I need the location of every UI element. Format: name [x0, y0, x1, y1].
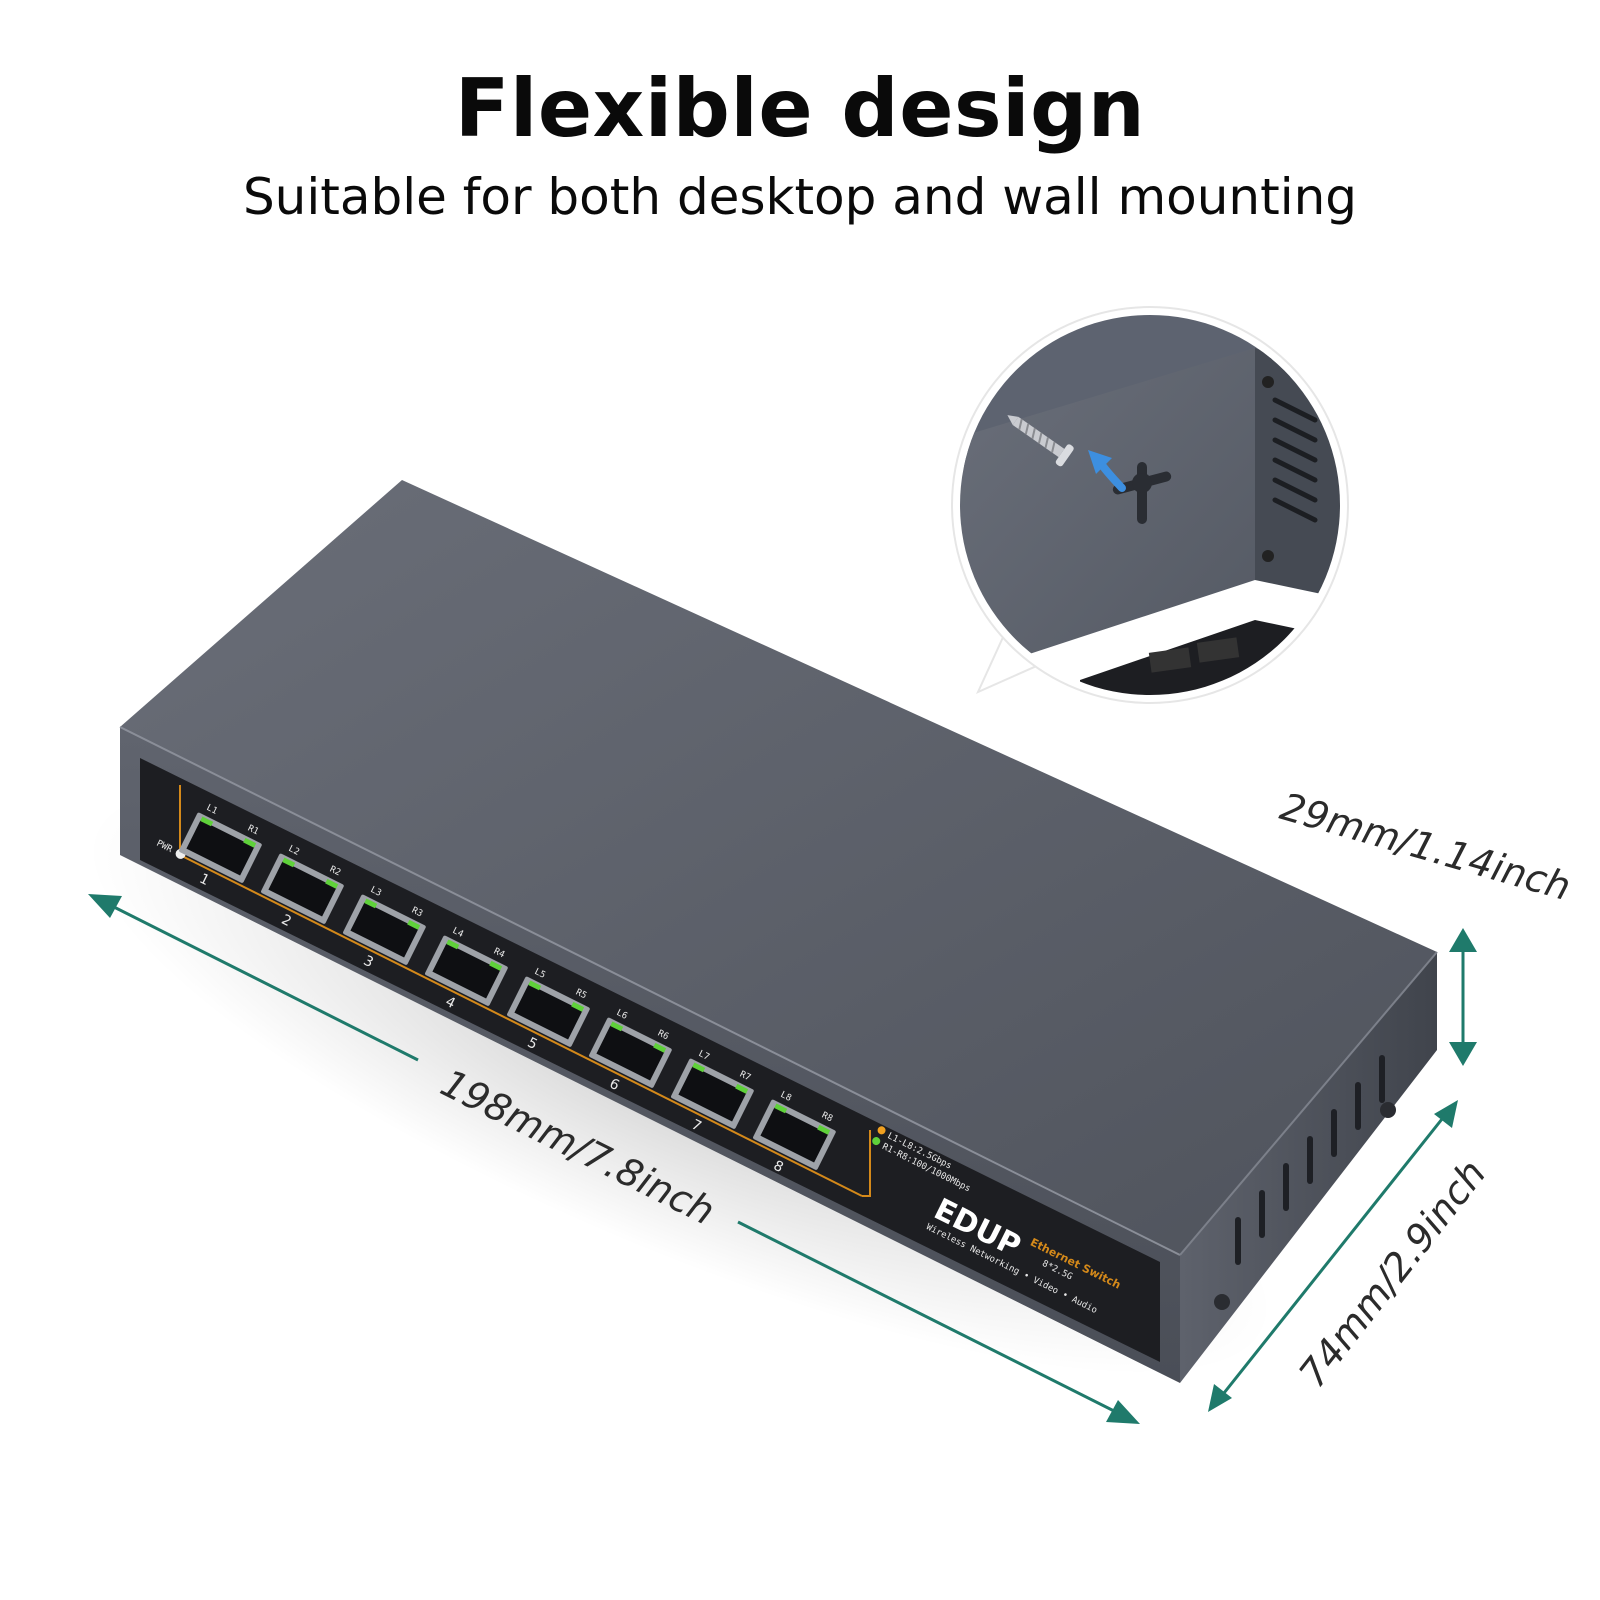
port-led-left	[692, 1062, 706, 1073]
port-led-right-label: R6	[656, 1029, 670, 1043]
port-led-right	[817, 1124, 831, 1135]
arrow-icon	[1449, 928, 1477, 952]
port-led-left-label: L6	[615, 1008, 629, 1022]
legend-orange-dot	[877, 1126, 886, 1135]
port-led-left-label: L2	[287, 844, 301, 858]
height-label: 29mm/1.14inch	[1276, 784, 1576, 909]
side-screw-icon	[1214, 1294, 1230, 1310]
port-led-left-label: L4	[451, 926, 465, 940]
side-screw-icon	[1380, 1102, 1396, 1118]
port-opening	[432, 943, 501, 999]
port-led-right	[735, 1083, 749, 1094]
port-opening	[268, 861, 337, 917]
port-led-left	[282, 857, 296, 868]
arrow-icon	[1208, 1384, 1232, 1412]
port-led-right	[407, 919, 421, 930]
arrow-icon	[1106, 1400, 1140, 1424]
keyhole-slot	[1112, 462, 1172, 524]
port-led-right-label: R3	[410, 906, 424, 920]
port-led-right	[489, 960, 503, 971]
port-led-right-label: R7	[738, 1070, 752, 1084]
port-led-right-label: R8	[820, 1111, 834, 1125]
port-led-left	[610, 1021, 624, 1032]
port-led-right	[243, 837, 257, 848]
port-led-right-label: R5	[574, 988, 588, 1002]
port-led-right-label: R1	[246, 824, 260, 838]
port-opening	[678, 1066, 747, 1122]
arrow-icon	[88, 894, 122, 918]
page-title: Flexible design	[454, 62, 1146, 155]
port-led-left	[446, 939, 460, 950]
dimension-length	[88, 894, 1140, 1424]
port-led-right	[325, 878, 339, 889]
page-subtitle: Suitable for both desktop and wall mount…	[242, 168, 1358, 226]
port-led-left	[364, 898, 378, 909]
port-opening	[186, 820, 255, 876]
dimension-depth	[1208, 1100, 1458, 1412]
ethernet-switch: PWR L1R11L2R22L3R33L4R44L5R55L6R66L7R77L…	[119, 480, 1438, 1383]
port-led-left	[528, 980, 542, 991]
port-led-left-label: L3	[369, 885, 383, 899]
port-led-left-label: L5	[533, 967, 547, 981]
port-led-left-label: L7	[697, 1049, 711, 1063]
port-led-right	[653, 1042, 667, 1053]
port-opening	[596, 1025, 665, 1081]
port-led-left-label: L8	[779, 1090, 793, 1104]
port-led-left	[774, 1103, 788, 1114]
wall-mount-callout	[951, 306, 1349, 704]
port-led-right-label: R2	[328, 865, 342, 879]
port-opening	[514, 984, 583, 1040]
legend-green-dot	[872, 1137, 881, 1146]
port-opening	[350, 902, 419, 958]
dimension-height	[1449, 928, 1477, 1066]
side-vents	[1235, 1055, 1385, 1265]
arrow-icon	[1434, 1100, 1458, 1128]
port-led-right	[571, 1001, 585, 1012]
arrow-icon	[1449, 1042, 1477, 1066]
port-led-left	[200, 816, 214, 827]
port-led-left-label: L1	[205, 803, 219, 817]
port-led-right-label: R4	[492, 947, 506, 961]
screw-icon	[1007, 415, 1074, 467]
switch-top-face	[120, 480, 1437, 1255]
port-opening	[760, 1107, 829, 1163]
